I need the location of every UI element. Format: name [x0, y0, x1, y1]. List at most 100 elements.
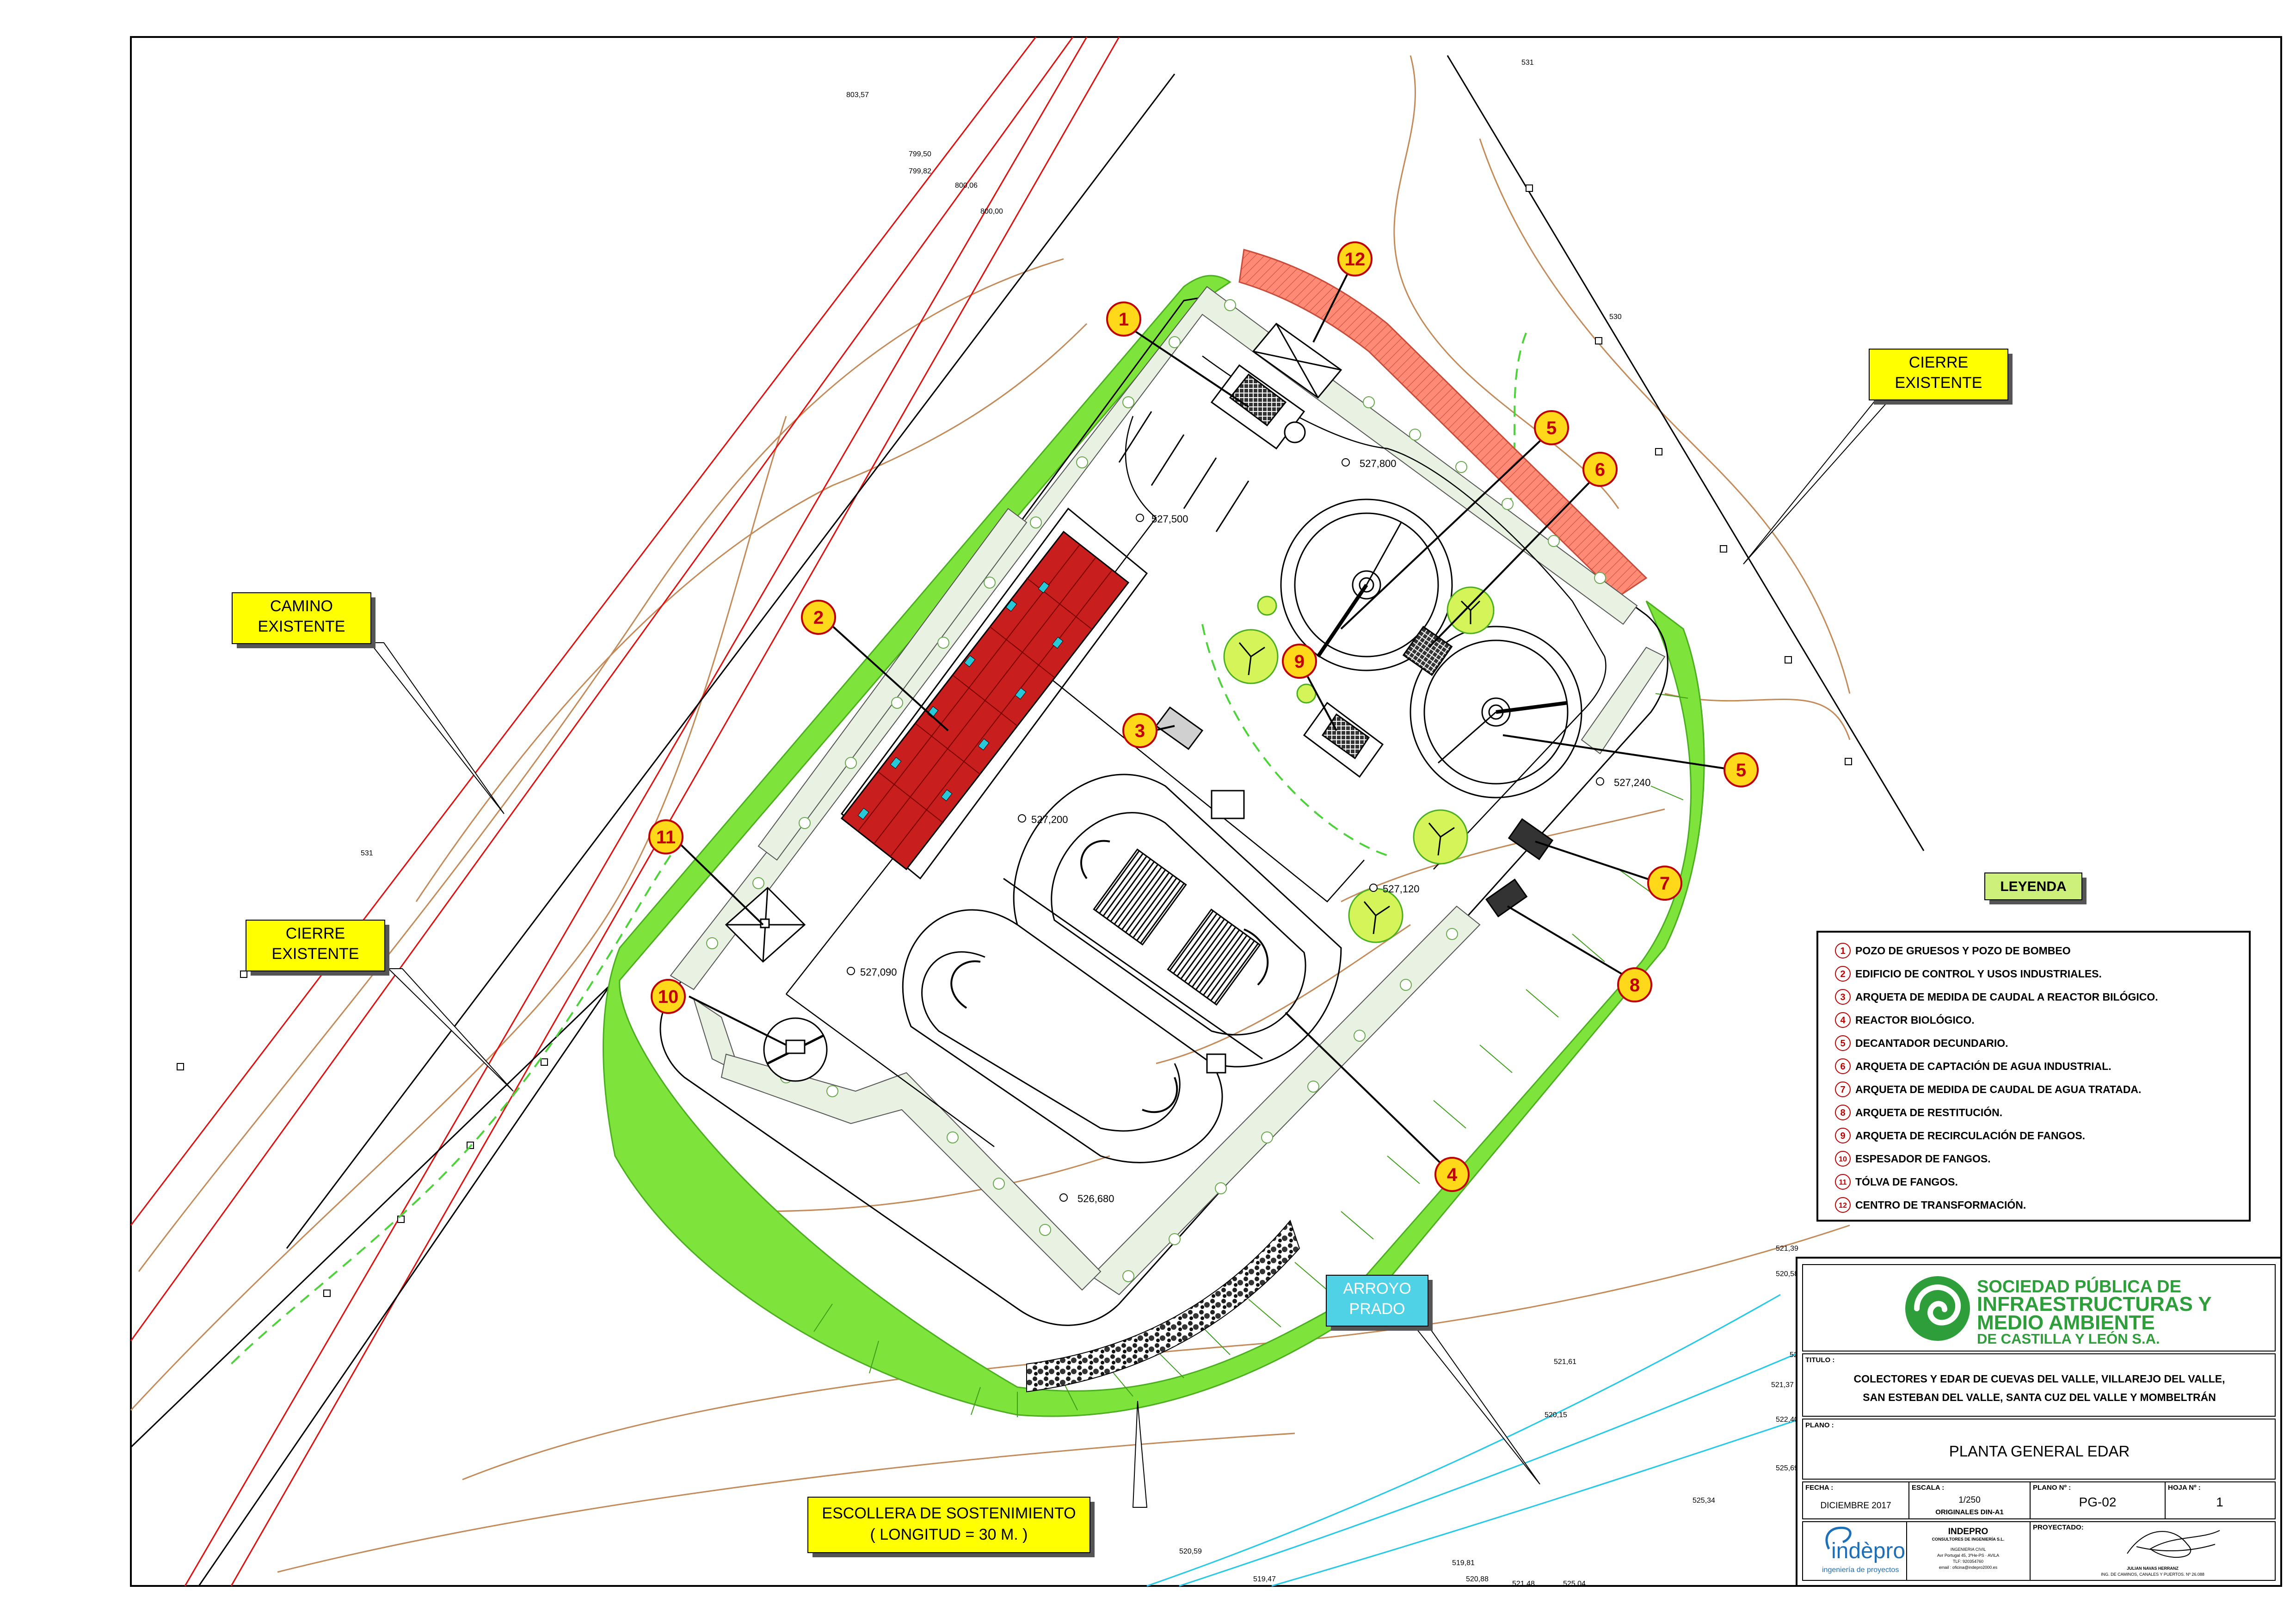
topographic-contours: [130, 55, 1851, 1573]
svg-text:6: 6: [1595, 460, 1605, 480]
hoja-value: 1: [2216, 1495, 2223, 1509]
org-name-line-4: DE CASTILLA Y LEÓN S.A.: [1977, 1330, 2160, 1347]
svg-text:525,04: 525,04: [1563, 1580, 1586, 1588]
consultant-logo: indèpro ingeniería de proyectos: [1822, 1526, 1905, 1574]
proyectado-label: PROYECTADO:: [2033, 1524, 2084, 1531]
svg-text:10: 10: [658, 987, 679, 1007]
svg-text:9: 9: [1840, 1131, 1845, 1141]
secondary-clarifier-b: [1410, 626, 1582, 799]
svg-text:531: 531: [361, 849, 373, 857]
marker-1: 1: [1106, 301, 1141, 337]
arqueta-6: [1402, 626, 1453, 676]
plano-label: PLANO :: [1805, 1421, 1834, 1429]
legend-item: 12 CENTRO DE TRANSFORMACIÓN.: [1835, 1197, 2026, 1213]
svg-text:TÓLVA DE FANGOS.: TÓLVA DE FANGOS.: [1855, 1175, 1958, 1188]
legend-item: 9 ARQUETA DE RECIRCULACIÓN DE FANGOS.: [1835, 1128, 2085, 1143]
svg-text:5: 5: [1546, 418, 1557, 438]
svg-text:ARQUETA DE MEDIDA DE CAUDAL A: ARQUETA DE MEDIDA DE CAUDAL A REACTOR BI…: [1855, 990, 2158, 1003]
org-name-line-2: INFRAESTRUCTURAS Y: [1977, 1293, 2212, 1315]
callout-cierre-top: CIERRE EXISTENTE: [1869, 349, 2013, 405]
svg-text:PRADO: PRADO: [1349, 1300, 1405, 1318]
consultant-sub: CONSULTORES DE INGENIERÍA S.L.: [1932, 1537, 2005, 1542]
svg-text:525,34: 525,34: [1693, 1497, 1715, 1505]
svg-text:7: 7: [1660, 873, 1670, 894]
sludge-hopper: [725, 886, 806, 963]
marker-8: 8: [1617, 967, 1652, 1002]
svg-text:EXISTENTE: EXISTENTE: [258, 618, 345, 635]
svg-text:5: 5: [1840, 1038, 1845, 1049]
signature: [2127, 1530, 2220, 1558]
escala-note: ORIGINALES DIN-A1: [1935, 1508, 2004, 1516]
marker-5a: 5: [1534, 410, 1569, 445]
svg-text:ESCOLLERA DE SOSTENIMIENTO: ESCOLLERA DE SOSTENIMIENTO: [822, 1505, 1076, 1522]
svg-text:10: 10: [1839, 1155, 1847, 1163]
svg-text:CENTRO DE TRANSFORMACIÓN.: CENTRO DE TRANSFORMACIÓN.: [1855, 1198, 2026, 1211]
svg-text:12: 12: [1839, 1202, 1847, 1210]
drawing-frame: [130, 36, 2282, 1587]
escala-value: 1/250: [1958, 1495, 1981, 1505]
topo-elevations: 803,57 799,50 799,82 800,06 800,00 531 5…: [361, 59, 1812, 1588]
svg-text:521,48: 521,48: [1512, 1580, 1535, 1588]
parking-lines: [1118, 411, 1250, 532]
plan-name: PLANTA GENERAL EDAR: [1949, 1443, 2130, 1460]
consultant-name: INDEPRO: [1948, 1527, 1988, 1536]
svg-text:527,090: 527,090: [860, 966, 897, 978]
svg-text:ARQUETA DE RECIRCULACIÓN DE FA: ARQUETA DE RECIRCULACIÓN DE FANGOS.: [1855, 1129, 2085, 1142]
consultant-line: TLF: 920354760: [1953, 1559, 1983, 1564]
svg-text:CIERRE: CIERRE: [286, 925, 345, 942]
engineer-name: JULIAN NAVAS HERRANZ: [2127, 1566, 2179, 1571]
svg-text:ESPESADOR DE FANGOS.: ESPESADOR DE FANGOS.: [1855, 1153, 1991, 1165]
consultant-line: Avr Portugal 45, 3ºHe-PS · AVILA: [1937, 1553, 1999, 1558]
svg-text:5: 5: [1736, 760, 1746, 780]
svg-text:3: 3: [1840, 992, 1845, 1002]
sludge-thickener: [763, 1017, 828, 1082]
svg-text:3: 3: [1135, 721, 1145, 741]
fecha-value: DICIEMBRE 2017: [1820, 1501, 1891, 1511]
svg-text:4: 4: [1447, 1165, 1458, 1185]
svg-text:11: 11: [1839, 1179, 1847, 1186]
arqueta-7: [1508, 818, 1554, 860]
marker-6: 6: [1582, 452, 1618, 487]
svg-text:530: 530: [1609, 313, 1622, 321]
svg-text:POZO DE GRUESOS Y POZO DE BOMB: POZO DE GRUESOS Y POZO DE BOMBEO: [1855, 945, 2071, 957]
svg-text:800,06: 800,06: [955, 182, 978, 190]
svg-text:12: 12: [1345, 249, 1366, 270]
marker-12: 12: [1337, 241, 1373, 276]
arqueta-9: [1303, 701, 1384, 778]
stream-lines: [1146, 1294, 1827, 1587]
red-slope: [1238, 249, 1648, 597]
svg-text:CIERRE: CIERRE: [1909, 354, 1968, 371]
svg-text:531: 531: [1521, 59, 1534, 67]
svg-text:ARROYO: ARROYO: [1343, 1280, 1411, 1297]
svg-text:4: 4: [1840, 1015, 1846, 1026]
org-name-line-1: SOCIEDAD PÚBLICA DE: [1977, 1276, 2181, 1296]
svg-text:527,200: 527,200: [1031, 814, 1068, 825]
svg-text:519,81: 519,81: [1452, 1559, 1475, 1567]
marker-11: 11: [648, 819, 683, 854]
svg-text:ARQUETA DE CAPTACIÓN DE AGUA I: ARQUETA DE CAPTACIÓN DE AGUA INDUSTRIAL.: [1855, 1060, 2111, 1072]
hedge-strips: [670, 286, 1666, 1296]
trees: [1223, 586, 1495, 943]
callout-escollera: ESCOLLERA DE SOSTENIMIENTO ( LONGITUD = …: [807, 1497, 1095, 1557]
slope-hatch: [813, 693, 1688, 1417]
svg-text:527,800: 527,800: [1360, 458, 1397, 469]
marker-9: 9: [1282, 644, 1317, 679]
legend-item: 10 ESPESADOR DE FANGOS.: [1835, 1151, 1991, 1167]
legend-item: 11 TÓLVA DE FANGOS.: [1835, 1174, 1958, 1190]
marker-3: 3: [1122, 713, 1157, 748]
svg-text:527,120: 527,120: [1383, 883, 1420, 895]
marker-2: 2: [801, 600, 836, 635]
title-block: [1796, 1257, 2282, 1587]
callout-arroyo: ARROYO PRADO: [1326, 1275, 1433, 1331]
legend-item: 3 ARQUETA DE MEDIDA DE CAUDAL A REACTOR B…: [1835, 989, 2158, 1005]
titulo-label: TITULO :: [1805, 1356, 1834, 1364]
marker-4: 4: [1434, 1157, 1470, 1192]
svg-text:( LONGITUD = 30 M. ): ( LONGITUD = 30 M. ): [870, 1526, 1028, 1543]
svg-text:6: 6: [1840, 1062, 1845, 1072]
svg-text:520,58: 520,58: [1776, 1270, 1798, 1278]
svg-text:521,61: 521,61: [1554, 1358, 1576, 1366]
